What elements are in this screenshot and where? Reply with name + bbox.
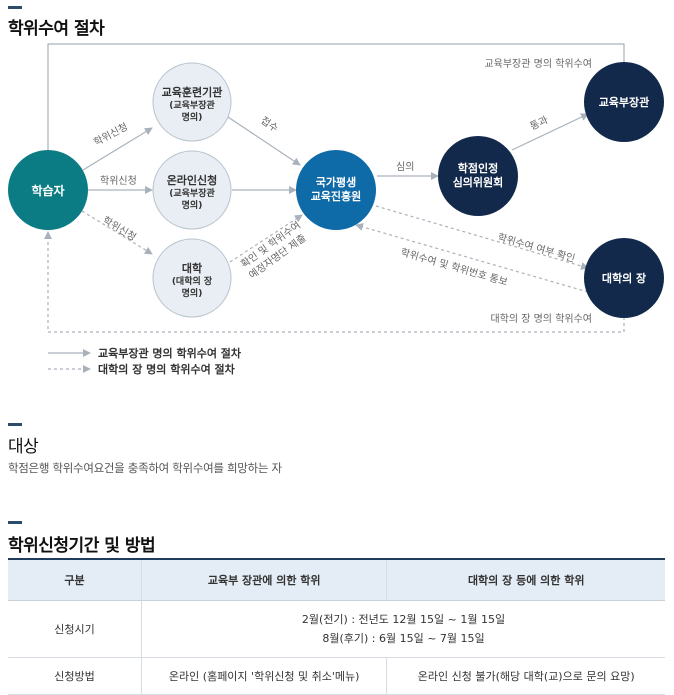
svg-text:교육진흥원: 교육진흥원 xyxy=(311,189,362,203)
svg-text:대학: 대학 xyxy=(182,261,202,275)
svg-text:(교육부장관: (교육부장관 xyxy=(169,99,215,111)
label-head-award: 대학의 장 명의 학위수여 xyxy=(490,312,592,325)
table-cell-label: 신청시기 xyxy=(8,600,142,658)
edge-pass xyxy=(511,113,589,151)
label-confirm-degree: 학위수여 여부 확인 xyxy=(496,230,576,265)
svg-text:교육훈련기관: 교육훈련기관 xyxy=(162,85,223,99)
label-apply-mid: 학위신청 xyxy=(100,174,137,187)
table-row: 신청방법 온라인 (홈페이지 '학위신청 및 취소'메뉴) 온라인 신청 불가(… xyxy=(8,657,665,695)
table-header-cell: 대학의 장 등에 의한 학위 xyxy=(386,558,665,601)
period-table: 구분 교육부 장관에 의한 학위 대학의 장 등에 의한 학위 신청시기 2월(… xyxy=(8,558,665,695)
node-learner: 학습자 xyxy=(8,150,88,230)
legend-solid-label: 교육부장관 명의 학위수여 절차 xyxy=(98,346,242,360)
svg-text:교육부장관: 교육부장관 xyxy=(599,95,650,109)
target-description: 학점은행 학위수여요건을 충족하여 학위수여를 희망하는 자 xyxy=(8,461,282,475)
section-accent-bar xyxy=(8,423,22,426)
edge-confirm-submit xyxy=(229,214,303,263)
section-accent-bar xyxy=(8,6,22,9)
table-header-cell: 교육부 장관에 의한 학위 xyxy=(140,558,387,601)
procedure-diagram: 학위신청 학위신청 학위신청 접수 심의 통과 확인 및 학위수여 예정자명단 … xyxy=(8,43,664,376)
procedure-title: 학위수여 절차 xyxy=(8,19,105,39)
edge-head-award xyxy=(44,231,625,333)
node-online-app: 온라인신청 (교육부장관 명의) xyxy=(152,150,232,230)
table-cell-method-univ: 온라인 신청 불가(해당 대학(교)으로 문의 요망) xyxy=(386,657,665,695)
node-minister: 교육부장관 xyxy=(584,62,664,142)
svg-text:온라인신청: 온라인신청 xyxy=(167,173,218,187)
svg-text:명의): 명의) xyxy=(182,199,203,211)
label-review: 심의 xyxy=(396,161,414,173)
table-cell-label: 신청방법 xyxy=(8,657,142,695)
legend-dotted-label: 대학의 장 명의 학위수여 절차 xyxy=(98,362,236,376)
label-minister-award: 교육부장관 명의 학위수여 xyxy=(484,57,592,70)
svg-text:(대학의 장: (대학의 장 xyxy=(172,275,213,287)
label-receipt: 접수 xyxy=(258,115,280,135)
node-train-inst: 교육훈련기관 (교육부장관 명의) xyxy=(152,62,232,142)
svg-text:학점인정: 학점인정 xyxy=(458,161,498,175)
svg-text:(교육부장관: (교육부장관 xyxy=(169,187,215,199)
target-title: 대상 xyxy=(8,437,39,457)
svg-text:명의): 명의) xyxy=(182,111,203,123)
svg-text:대학의 장: 대학의 장 xyxy=(602,271,646,285)
edge-receipt xyxy=(227,116,301,166)
table-cell-period: 2월(전기) : 전년도 12월 15일 ~ 1월 15일 8월(후기) : 6… xyxy=(141,600,665,658)
edge-notify-number xyxy=(355,223,589,293)
node-university: 대학 (대학의 장 명의) xyxy=(152,238,232,318)
table-header-row: 구분 교육부 장관에 의한 학위 대학의 장 등에 의한 학위 xyxy=(8,558,665,601)
table-header-cell: 구분 xyxy=(8,558,142,601)
svg-text:심의위원회: 심의위원회 xyxy=(453,175,504,189)
label-apply-bottom: 학위신청 xyxy=(100,213,138,243)
section-accent-bar xyxy=(8,521,22,524)
edge-apply-bottom xyxy=(81,210,153,255)
node-learner-label: 학습자 xyxy=(31,183,64,198)
svg-text:국가평생: 국가평생 xyxy=(316,175,356,189)
svg-text:명의): 명의) xyxy=(182,287,203,299)
node-committee: 학점인정 심의위원회 xyxy=(438,136,518,216)
edge-apply-top xyxy=(82,127,153,171)
node-nile: 국가평생 교육진흥원 xyxy=(296,150,376,230)
table-row: 신청시기 2월(전기) : 전년도 12월 15일 ~ 1월 15일 8월(후기… xyxy=(8,600,665,658)
edge-confirm-degree xyxy=(375,205,589,270)
label-notify-number: 학위수여 및 학위번호 통보 xyxy=(399,245,509,288)
period-title: 학위신청기간 및 방법 xyxy=(8,536,156,556)
label-pass: 통과 xyxy=(528,114,550,133)
period-line: 8월(후기) : 6월 15일 ~ 7월 15일 xyxy=(322,632,485,645)
table-cell-method-minister: 온라인 (홈페이지 '학위신청 및 취소'메뉴) xyxy=(140,657,387,695)
node-univ-head: 대학의 장 xyxy=(584,238,664,318)
period-line: 2월(전기) : 전년도 12월 15일 ~ 1월 15일 xyxy=(301,613,506,626)
